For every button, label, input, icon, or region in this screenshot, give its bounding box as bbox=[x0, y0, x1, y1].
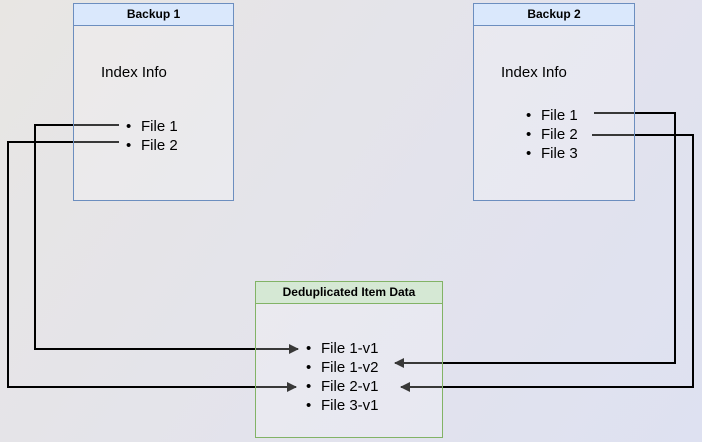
file-list-item: File 1-v1 bbox=[306, 339, 379, 358]
arrow-backup1-file2-to-file2-v1 bbox=[7, 141, 297, 392]
backup1-box: Backup 1 Index Info File 1File 2 bbox=[73, 3, 234, 201]
file-list-item: File 1-v2 bbox=[306, 358, 379, 377]
file-list-item: File 1 bbox=[126, 117, 178, 136]
file-list-item: File 3 bbox=[526, 144, 578, 163]
arrow-backup2-file2-to-file2-v1 bbox=[400, 134, 694, 392]
dedup-title: Deduplicated Item Data bbox=[256, 282, 442, 304]
file-list-item: File 2-v1 bbox=[306, 377, 379, 396]
dedup-file-list: File 1-v1File 1-v2File 2-v1File 3-v1 bbox=[306, 339, 379, 415]
backup1-index-info-label: Index Info bbox=[101, 64, 167, 81]
backup2-file-list: File 1File 2File 3 bbox=[526, 106, 578, 163]
backup2-index-info-label: Index Info bbox=[501, 64, 567, 81]
backup2-box: Backup 2 Index Info File 1File 2File 3 bbox=[473, 3, 635, 201]
backup1-title: Backup 1 bbox=[74, 4, 233, 26]
file-list-item: File 1 bbox=[526, 106, 578, 125]
file-list-item: File 2 bbox=[526, 125, 578, 144]
backup2-title: Backup 2 bbox=[474, 4, 634, 26]
backup1-file-list: File 1File 2 bbox=[126, 117, 178, 155]
arrow-backup1-file1-to-file1-v1 bbox=[34, 124, 299, 354]
file-list-item: File 3-v1 bbox=[306, 396, 379, 415]
file-list-item: File 2 bbox=[126, 136, 178, 155]
deduplicated-item-data-box: Deduplicated Item Data File 1-v1File 1-v… bbox=[255, 281, 443, 438]
